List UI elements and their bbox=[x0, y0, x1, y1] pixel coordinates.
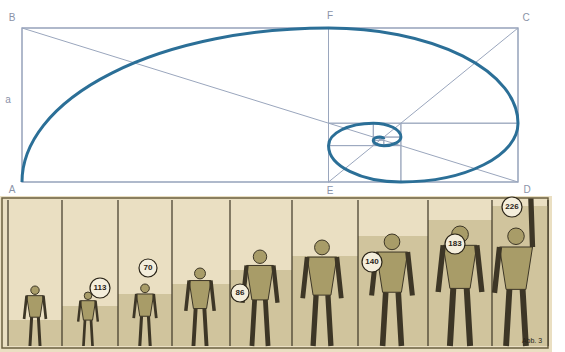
dimension-label: a bbox=[5, 95, 11, 105]
point-label: C bbox=[522, 13, 529, 23]
human-figure bbox=[134, 284, 157, 346]
callout-number: 70 bbox=[144, 264, 153, 272]
callout-number: 183 bbox=[448, 240, 461, 248]
measure-band bbox=[8, 320, 62, 346]
figure-caption: Abb. 3 bbox=[522, 337, 542, 344]
callout-ring bbox=[445, 234, 465, 254]
measure-band bbox=[358, 236, 428, 346]
point-label: A bbox=[9, 185, 16, 195]
callout-number: 86 bbox=[236, 289, 245, 297]
callout-number: 113 bbox=[94, 284, 107, 292]
divider-line bbox=[7, 200, 8, 346]
measure-band bbox=[492, 206, 548, 346]
point-label: B bbox=[9, 13, 16, 23]
modulor-strip bbox=[0, 196, 552, 352]
measure-band bbox=[118, 294, 172, 346]
golden-rectangle bbox=[22, 28, 518, 182]
strip-frame bbox=[2, 198, 548, 348]
square-division bbox=[22, 28, 329, 182]
human-figure bbox=[24, 286, 46, 346]
divider-line bbox=[117, 200, 118, 346]
golden-spiral bbox=[22, 28, 518, 182]
human-figure bbox=[78, 292, 98, 346]
strip-ground bbox=[0, 196, 552, 352]
divider-line bbox=[491, 200, 492, 346]
callout-ring bbox=[502, 197, 522, 217]
divider-line bbox=[547, 200, 548, 346]
divider-line bbox=[229, 200, 230, 346]
callout-ring bbox=[231, 284, 249, 302]
callout-ring bbox=[139, 259, 157, 277]
human-figure bbox=[303, 240, 342, 346]
callout-ring bbox=[90, 278, 110, 298]
point-label: F bbox=[327, 11, 333, 21]
callout-number: 140 bbox=[365, 258, 378, 266]
diagonal-line bbox=[329, 28, 518, 182]
callout-ring bbox=[362, 252, 382, 272]
divider-line bbox=[427, 200, 428, 346]
callout-number: 226 bbox=[505, 203, 518, 211]
divider-line bbox=[357, 200, 358, 346]
human-figure bbox=[495, 199, 533, 347]
measure-band bbox=[428, 220, 492, 346]
divider-line bbox=[291, 200, 292, 346]
measure-band bbox=[292, 256, 358, 346]
human-figure bbox=[186, 268, 214, 346]
diagonal-line bbox=[22, 28, 518, 182]
human-figure bbox=[438, 226, 482, 346]
point-label: D bbox=[523, 185, 530, 195]
divider-line bbox=[61, 200, 62, 346]
point-label: E bbox=[327, 186, 334, 196]
human-figure bbox=[372, 234, 413, 346]
divider-line bbox=[171, 200, 172, 346]
outer-rectangle bbox=[22, 28, 518, 182]
